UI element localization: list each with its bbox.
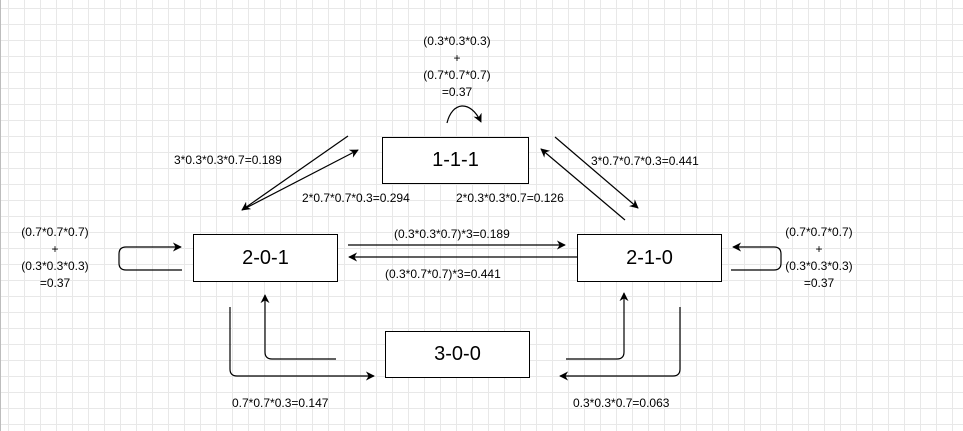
edge-111-to-210-label: 2*0.3*0.3*0.7=0.126 <box>456 191 564 205</box>
edge-300-to-210-label: 0.3*0.3*0.7=0.063 <box>573 396 670 410</box>
self-loop-201-label-line: (0.7*0.7*0.7) <box>21 225 89 239</box>
state-node-210[interactable]: 2-1-0 <box>577 234 722 282</box>
self-loop-201-label: (0.7*0.7*0.7) + (0.3*0.3*0.3) =0.37 <box>6 224 104 292</box>
edge-201-to-111-label: 3*0.3*0.3*0.7=0.189 <box>174 153 282 167</box>
edge-111-to-201-label: 2*0.7*0.7*0.3=0.294 <box>302 191 410 205</box>
state-node-201[interactable]: 2-0-1 <box>193 234 338 282</box>
edge-210-to-201-label: (0.3*0.7*0.7)*3=0.441 <box>385 267 501 281</box>
self-loop-210-label-line: =0.37 <box>803 276 835 290</box>
self-loop-201-label-line: (0.3*0.3*0.3) <box>21 259 89 273</box>
self-loop-201-label-line: =0.37 <box>39 276 71 290</box>
self-loop-111-label-line: (0.7*0.7*0.7) <box>423 68 491 82</box>
edge-201-to-210-label: (0.3*0.3*0.7)*3=0.189 <box>394 227 510 241</box>
state-node-111[interactable]: 1-1-1 <box>382 137 529 184</box>
edge-300-to-201 <box>260 294 336 360</box>
edge-201-to-300 <box>229 307 375 381</box>
self-loop-111-label-line: + <box>453 51 461 65</box>
edge-111-to-201 <box>241 135 349 211</box>
edge-300-to-201-label: 0.7*0.7*0.3=0.147 <box>232 396 329 410</box>
self-loop-111-label-line: =0.37 <box>441 85 473 99</box>
canvas-left-border <box>0 0 1 431</box>
self-loop-210-label: (0.7*0.7*0.7) + (0.3*0.3*0.3) =0.37 <box>770 224 868 292</box>
state-node-300[interactable]: 3-0-0 <box>385 331 530 378</box>
self-loop-210-label-line: (0.3*0.3*0.3) <box>785 259 853 273</box>
self-loop-111 <box>446 105 482 124</box>
self-loop-210-label-line: (0.7*0.7*0.7) <box>785 225 853 239</box>
self-loop-201-label-line: + <box>51 242 59 256</box>
edge-210-to-300 <box>559 307 681 381</box>
edge-201-to-111 <box>241 149 359 211</box>
edge-300-to-210 <box>566 292 629 360</box>
self-loop-201 <box>118 242 182 271</box>
self-loop-210 <box>731 242 782 271</box>
self-loop-210-label-line: + <box>815 242 823 256</box>
self-loop-111-label-line: (0.3*0.3*0.3) <box>423 34 491 48</box>
edge-210-to-111 <box>540 148 626 221</box>
edge-111-to-210 <box>554 136 639 209</box>
self-loop-111-label: (0.3*0.3*0.3) + (0.7*0.7*0.7) =0.37 <box>408 33 506 101</box>
edge-210-to-111-label: 3*0.7*0.7*0.3=0.441 <box>591 154 699 168</box>
